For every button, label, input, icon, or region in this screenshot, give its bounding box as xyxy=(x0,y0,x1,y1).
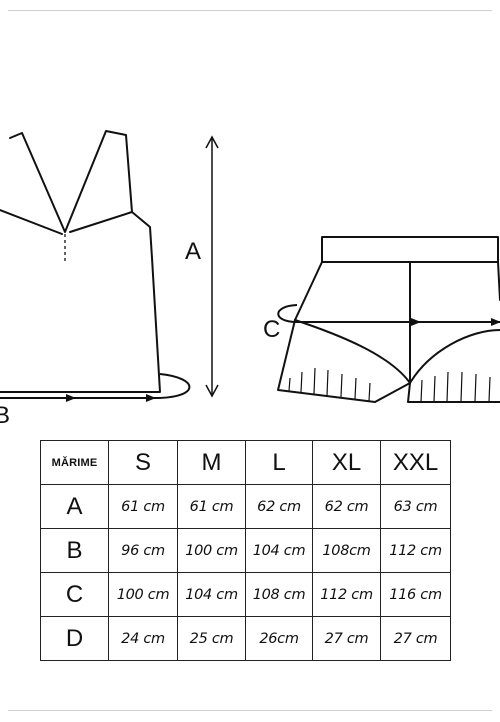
size-header-xxl: XXL xyxy=(380,440,451,485)
garment-measurement-diagram xyxy=(0,130,500,403)
size-header-row: MĂRIME S M L XL XXL xyxy=(40,440,451,485)
length-measurement-arrow xyxy=(205,135,219,398)
table-cell: 100 cm xyxy=(177,528,246,573)
size-header-s: S xyxy=(108,440,178,485)
row-label: C xyxy=(40,572,109,617)
bust-label-b: B xyxy=(0,402,11,429)
table-row: B 96 cm 100 cm 104 cm 108cm 112 cm xyxy=(40,528,451,573)
row-label: D xyxy=(40,616,109,661)
table-cell: 112 cm xyxy=(312,572,381,617)
table-cell: 104 cm xyxy=(177,572,246,617)
size-column-header: MĂRIME xyxy=(40,440,109,485)
shorts-outline xyxy=(277,236,500,403)
table-cell: 61 cm xyxy=(108,484,178,529)
hip-label-c: C xyxy=(263,316,281,343)
length-label-a: A xyxy=(185,238,202,265)
table-cell: 108 cm xyxy=(245,572,313,617)
table-row: D 24 cm 25 cm 26cm 27 cm 27 cm xyxy=(40,616,451,661)
table-cell: 62 cm xyxy=(245,484,313,529)
row-label: B xyxy=(40,528,109,573)
shorts-ruffle-lines xyxy=(288,367,491,403)
bust-measurement-arrow xyxy=(0,373,191,402)
table-cell: 62 cm xyxy=(312,484,381,529)
table-cell: 116 cm xyxy=(380,572,451,617)
table-cell: 96 cm xyxy=(108,528,178,573)
table-cell: 26cm xyxy=(245,616,313,661)
table-cell: 104 cm xyxy=(245,528,313,573)
row-label: A xyxy=(40,484,109,529)
hip-measurement-arrow xyxy=(277,304,500,326)
top-border-line xyxy=(8,10,492,11)
bottom-border-line xyxy=(8,710,492,711)
table-row: C 100 cm 104 cm 108 cm 112 cm 116 cm xyxy=(40,572,451,617)
table-cell: 27 cm xyxy=(312,616,381,661)
table-cell: 61 cm xyxy=(177,484,246,529)
table-cell: 100 cm xyxy=(108,572,178,617)
table-cell: 63 cm xyxy=(380,484,451,529)
size-header-l: L xyxy=(245,440,313,485)
camisole-top-outline xyxy=(0,130,161,393)
table-cell: 25 cm xyxy=(177,616,246,661)
size-chart-table: MĂRIME S M L XL XXL A 61 cm 61 cm 62 cm … xyxy=(40,440,451,661)
table-cell: 24 cm xyxy=(108,616,178,661)
table-cell: 112 cm xyxy=(380,528,451,573)
size-header-xl: XL xyxy=(312,440,381,485)
table-cell: 108cm xyxy=(312,528,381,573)
size-header-m: M xyxy=(177,440,246,485)
table-cell: 27 cm xyxy=(380,616,451,661)
table-row: A 61 cm 61 cm 62 cm 62 cm 63 cm xyxy=(40,484,451,529)
